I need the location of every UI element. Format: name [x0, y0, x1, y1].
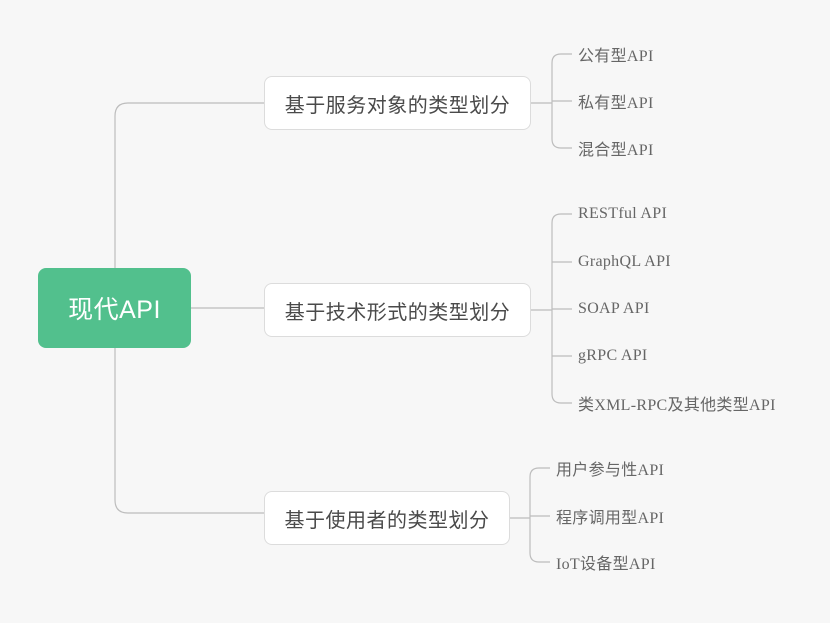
leaf-label[interactable]: 程序调用型API	[556, 510, 665, 527]
leaf-label[interactable]: IoT设备型API	[556, 556, 656, 573]
branch-node-label: 基于服务对象的类型划分	[284, 94, 511, 117]
leaf-label[interactable]: 私有型API	[578, 95, 654, 112]
leaf-label[interactable]: 类XML-RPC及其他类型API	[578, 397, 776, 414]
branch-node-service-object[interactable]: 基于服务对象的类型划分	[264, 76, 531, 130]
leaf-label[interactable]: 用户参与性API	[556, 462, 665, 479]
branch1-bracket	[551, 53, 572, 149]
leaf-label[interactable]: SOAP API	[578, 300, 650, 317]
leaf-label[interactable]: GraphQL API	[578, 253, 671, 270]
branch-node-user-type[interactable]: 基于使用者的类型划分	[264, 491, 510, 545]
leaf-label[interactable]: gRPC API	[578, 347, 648, 364]
root-node-label: 现代API	[68, 296, 161, 324]
leaf-label[interactable]: 公有型API	[578, 48, 654, 65]
branch3-bracket	[529, 467, 550, 563]
branch-node-label: 基于使用者的类型划分	[284, 509, 490, 532]
root-node[interactable]: 现代API	[38, 268, 191, 348]
leaf-label[interactable]: RESTful API	[578, 205, 668, 222]
branch-node-label: 基于技术形式的类型划分	[284, 301, 511, 324]
branch-node-technical-form[interactable]: 基于技术形式的类型划分	[264, 283, 531, 337]
leaf-label[interactable]: 混合型API	[578, 142, 654, 159]
branch2-bracket	[551, 213, 572, 404]
